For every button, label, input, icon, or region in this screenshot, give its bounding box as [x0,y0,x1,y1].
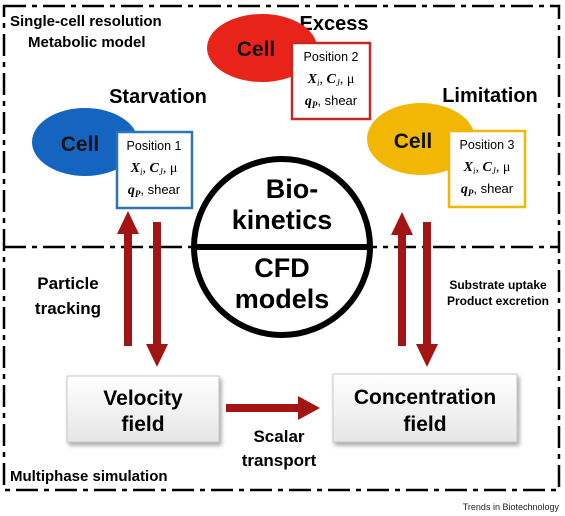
substrate-uptake-label: Substrate uptake [449,278,547,292]
position-1-vars2: qP, shear [128,182,181,199]
position-1-title: Position 1 [127,139,182,153]
scalar-transport-arrow [226,396,320,420]
center-models: models [235,284,330,314]
cell-excess-label: Cell [237,38,276,61]
center-cfd: CFD [254,253,310,283]
left-down-arrow [146,222,168,367]
position-2-title: Position 2 [304,50,359,64]
position-2-vars: Xi, CJ, μ [307,72,355,88]
state-excess: Excess [300,13,369,35]
center-circle: Bio- kinetics CFD models [191,156,373,338]
scalar-label: Scalar [253,427,304,446]
center-bio: Bio- [266,174,318,204]
position-3-vars2: qP, shear [461,181,514,198]
velocity-field-box: Velocity field [66,375,220,443]
concentration-line1: Concentration [354,386,496,409]
concentration-field-box: Concentration field [332,373,518,443]
particle-label: Particle [37,274,98,293]
position-1-vars: Xi, CJ, μ [130,161,178,177]
credit-text: Trends in Biotechnology [463,502,560,512]
transport-label: transport [242,451,317,470]
cell-starvation [32,108,138,176]
concentration-line2: field [403,413,446,436]
cell-starvation-label: Cell [61,133,100,156]
velocity-line2: field [121,413,164,436]
state-limitation: Limitation [442,85,538,107]
right-down-arrow [416,222,438,367]
state-starvation: Starvation [109,86,207,108]
bottom-label: Multiphase simulation [10,468,168,485]
position-2-vars2: qP, shear [305,93,358,110]
tracking-label: tracking [35,299,101,318]
velocity-line1: Velocity [103,387,183,410]
top-label-line2: Metabolic model [28,34,146,51]
position-3-title: Position 3 [460,138,515,152]
right-up-arrow [391,212,413,346]
cell-excess [207,14,317,82]
top-label-line1: Single-cell resolution [10,13,162,30]
position-box-2: Position 2 Xi, CJ, μ qP, shear [290,41,372,121]
left-up-arrow [117,211,139,346]
position-box-1: Position 1 Xi, CJ, μ qP, shear [115,130,194,210]
position-3-vars: Xi, CJ, μ [463,160,511,176]
center-kinetics: kinetics [232,205,333,235]
cell-limitation-label: Cell [394,130,433,153]
product-excretion-label: Product excretion [447,294,549,308]
position-box-3: Position 3 Xi, CJ, μ qP, shear [447,129,527,209]
